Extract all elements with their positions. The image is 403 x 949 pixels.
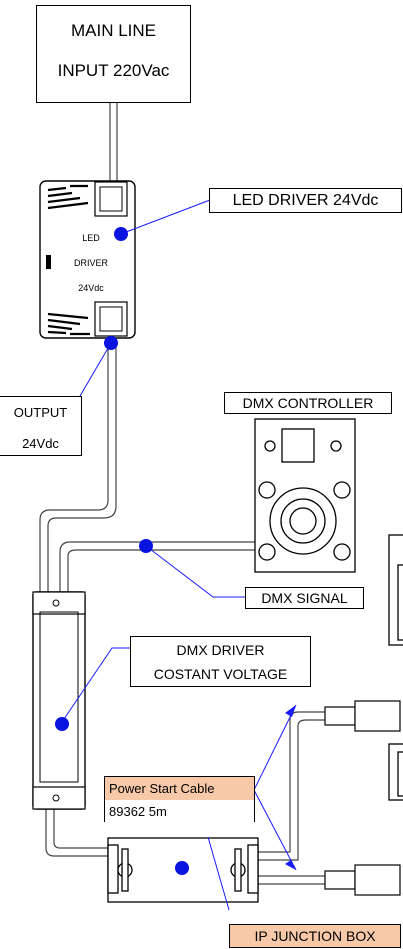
output-voltage: 24Vdc	[22, 436, 59, 451]
ip-junction-box-label: IP JUNCTION BOX	[254, 928, 376, 944]
power-start-cable-box: Power Start Cable 89362 5m	[104, 776, 255, 824]
led-driver-body-line1: LED	[82, 233, 100, 243]
led-driver-dot	[114, 227, 128, 241]
dmx-driver-type: COSTANT VOLTAGE	[153, 666, 288, 682]
led-driver-body-text: LED DRIVER 24Vdc	[60, 226, 122, 301]
output-box: OUTPUT 24Vdc	[0, 396, 82, 456]
dmx-driver-unit	[32, 591, 86, 810]
cable-dmx-signal	[59, 541, 255, 592]
led-driver-callout-label: LED DRIVER 24Vdc	[232, 192, 379, 209]
dmx-controller-label: DMX CONTROLLER	[242, 395, 374, 411]
led-driver-callout: LED DRIVER 24Vdc	[209, 188, 402, 213]
dmx-signal-label: DMX SIGNAL	[261, 590, 348, 606]
power-start-cable-label: Power Start Cable	[105, 777, 254, 800]
junction-box-dot	[175, 861, 189, 875]
led-driver-body-line2: DRIVER	[73, 258, 108, 268]
dmx-driver-label: DMX DRIVER	[176, 642, 265, 658]
cable-main-to-driver	[109, 103, 118, 182]
output-connector-upper	[324, 700, 401, 732]
dmx-driver-box: DMX DRIVER COSTANT VOLTAGE	[130, 636, 311, 687]
main-line-label: MAIN LINE	[70, 21, 157, 40]
callout-arrowheads	[285, 705, 296, 870]
main-line-box: MAIN LINE INPUT 220Vac	[36, 5, 191, 103]
dmx-driver-dot	[55, 717, 69, 731]
led-driver-body-line3: 24Vdc	[78, 283, 104, 293]
dmx-signal-box: DMX SIGNAL	[245, 587, 364, 609]
callout-leaders	[61, 199, 297, 911]
output-connector-lower	[324, 864, 401, 896]
dmx-signal-dot	[139, 539, 153, 553]
dmx-controller-unit	[254, 418, 356, 573]
ip-junction-box-callout: IP JUNCTION BOX	[229, 924, 401, 948]
main-line-voltage: INPUT 220Vac	[57, 61, 170, 80]
led-driver-unit	[39, 180, 136, 339]
dmx-controller-box: DMX CONTROLLER	[224, 392, 392, 414]
cable-driver-to-dmx-driver	[39, 338, 117, 592]
output-dot	[104, 336, 118, 350]
cable-junction-to-outputs	[258, 711, 325, 885]
callout-dots	[55, 227, 189, 875]
power-start-cable-code: 89362 5m	[105, 800, 254, 824]
edge-device-lower	[388, 743, 403, 801]
edge-device-upper	[388, 534, 403, 646]
cable-dmx-driver-to-junction	[45, 808, 108, 857]
output-label: OUTPUT	[13, 405, 68, 420]
